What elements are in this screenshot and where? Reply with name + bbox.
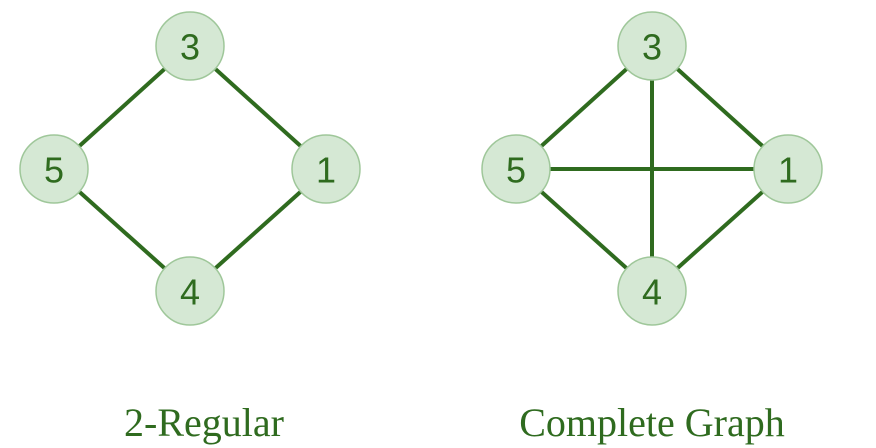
node-3: 3 (617, 11, 687, 81)
node-circle (617, 256, 687, 326)
node-label: 1 (778, 150, 798, 191)
node-circle (155, 256, 225, 326)
node-5: 5 (481, 134, 551, 204)
node-label: 4 (642, 272, 662, 313)
node-circle (481, 134, 551, 204)
node-circle (19, 134, 89, 204)
node-label: 3 (180, 27, 200, 68)
node-label: 4 (180, 272, 200, 313)
node-circle (617, 11, 687, 81)
node-4: 4 (155, 256, 225, 326)
node-label: 1 (316, 150, 336, 191)
node-label: 5 (506, 150, 526, 191)
node-label: 5 (44, 150, 64, 191)
node-1: 1 (291, 134, 361, 204)
graph-2-regular: 3 1 5 4 2-Regular (19, 11, 361, 445)
node-circle (155, 11, 225, 81)
node-4: 4 (617, 256, 687, 326)
graph-caption-complete-graph: Complete Graph (519, 400, 785, 445)
graph-complete: 3 1 5 4 Complete Graph (481, 11, 823, 445)
node-1: 1 (753, 134, 823, 204)
graph-caption-2-regular: 2-Regular (124, 400, 284, 445)
node-circle (291, 134, 361, 204)
node-label: 3 (642, 27, 662, 68)
node-circle (753, 134, 823, 204)
node-5: 5 (19, 134, 89, 204)
node-3: 3 (155, 11, 225, 81)
